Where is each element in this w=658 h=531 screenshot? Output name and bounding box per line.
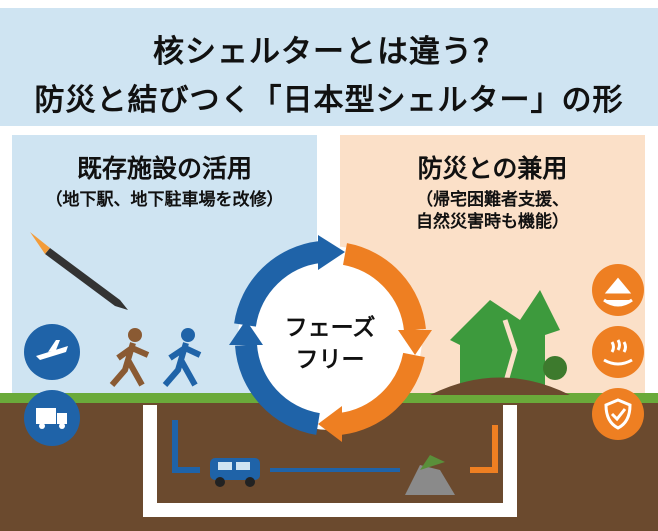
rubble-icon (405, 455, 455, 495)
home-support-icon (592, 264, 644, 316)
tree-icon (543, 356, 567, 380)
left-panel-subtitle: （地下駅、地下駐車場を改修） (45, 190, 284, 210)
hot-spring-care-icon (592, 326, 644, 378)
cycle-label: フェーズ フリー (265, 312, 395, 376)
cycle-arrow-orange-right (342, 243, 426, 332)
cycle-arrow-blue-top (234, 241, 322, 327)
shield-icon (592, 388, 644, 440)
orange-route-arrow (470, 425, 498, 473)
truck-icon (24, 390, 80, 446)
left-panel-title: 既存施設の活用 (76, 154, 252, 183)
header: 核シェルターとは違う？ 防災と結びつく「日本型シェルター」の形 (0, 8, 658, 126)
phase-free-cycle (229, 235, 432, 442)
right-panel-title: 防災との兼用 (417, 154, 568, 183)
airplane-icon (24, 324, 80, 380)
title-line1: 核シェルターとは違う？ (153, 34, 505, 70)
running-people-icon (109, 328, 202, 387)
missile-icon (30, 232, 128, 310)
cycle-arrow-blue-left (235, 343, 321, 435)
cycle-label-line1: フェーズ (284, 315, 376, 341)
collapsed-house-icon (430, 290, 570, 395)
right-panel-subtitle-1: （帰宅困難者支援、 (416, 190, 569, 210)
cycle-label-line2: フリー (295, 347, 365, 373)
underground-tunnel (143, 405, 517, 517)
blue-route-arrow (172, 420, 200, 473)
cycle-arrow-orange-bottom (338, 352, 425, 435)
title-line2: 防災と結びつく「日本型シェルター」の形 (34, 83, 624, 118)
right-panel-subtitle-2: 自然災害時も機能） (416, 212, 569, 232)
car-icon (210, 458, 260, 487)
